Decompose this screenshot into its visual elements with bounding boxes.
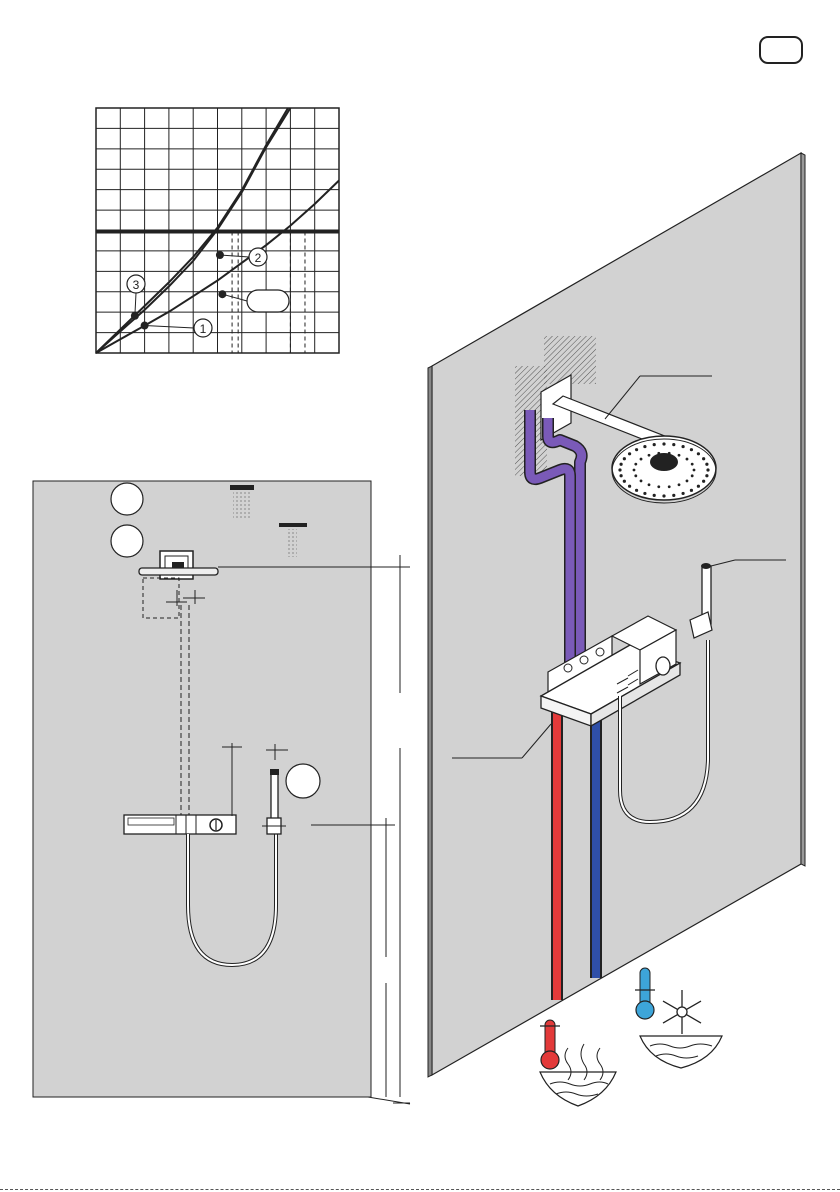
svg-text:2: 2 — [255, 251, 262, 265]
nozzle-dot — [640, 480, 643, 483]
nozzle-dot — [643, 445, 646, 448]
nozzle-dot — [662, 494, 665, 497]
nozzle-dot — [628, 485, 631, 488]
nozzle-dot — [620, 463, 623, 466]
page-bottom-rule — [0, 1189, 840, 1190]
nozzle-dot — [690, 489, 693, 492]
front-callout-b — [111, 525, 143, 557]
nozzle-dot — [634, 474, 637, 477]
callout-blank — [247, 290, 289, 312]
svg-text:1: 1 — [200, 322, 207, 336]
nozzle-dot — [697, 452, 700, 455]
nozzle-dot — [618, 468, 621, 471]
nozzle-dot — [640, 458, 643, 461]
nozzle-dot — [662, 442, 665, 445]
nozzle-dot — [668, 485, 671, 488]
cold-water-pipe — [590, 700, 602, 978]
front-callout-a — [111, 483, 143, 515]
callout-2: 2 — [249, 248, 267, 266]
nozzle-dot — [653, 494, 656, 497]
svg-text:3: 3 — [133, 278, 140, 292]
nozzle-dot — [628, 452, 631, 455]
nozzle-dot — [686, 458, 689, 461]
callout-1: 1 — [194, 319, 212, 337]
nozzle-dot — [635, 489, 638, 492]
nozzle-dot — [678, 454, 681, 457]
nozzle-dot — [623, 457, 626, 460]
nozzle-dot — [705, 463, 708, 466]
nozzle-dot — [678, 483, 681, 486]
nozzle-dot — [657, 452, 660, 455]
hot-water-symbol — [540, 1020, 616, 1106]
nozzle-dot — [672, 494, 675, 497]
nozzle-dot — [668, 452, 671, 455]
nozzle-dot — [657, 485, 660, 488]
nozzle-dot — [681, 492, 684, 495]
nozzle-dot — [643, 492, 646, 495]
front-view-wall — [33, 481, 410, 1104]
nozzle-dot — [706, 468, 709, 471]
nozzle-dot — [691, 474, 694, 477]
nozzle-dot — [672, 443, 675, 446]
nozzle-dot — [693, 469, 696, 472]
isometric-installation — [428, 153, 805, 1106]
nozzle-dot — [690, 448, 693, 451]
nozzle-dot — [702, 457, 705, 460]
nozzle-dot — [697, 485, 700, 488]
nozzle-dot — [648, 454, 651, 457]
nozzle-dot — [681, 445, 684, 448]
nozzle-dot — [705, 474, 708, 477]
nozzle-dot — [648, 483, 651, 486]
cold-water-symbol — [635, 968, 722, 1068]
flow-pressure-chart: 3 1 2 — [96, 108, 339, 353]
iso-wall-panel — [432, 153, 801, 1075]
thermostat-module-front — [124, 815, 236, 834]
front-callout-c — [286, 764, 320, 798]
nozzle-dot — [620, 474, 623, 477]
nozzle-dot — [634, 463, 637, 466]
nozzle-dot — [691, 463, 694, 466]
nozzle-dot — [623, 480, 626, 483]
rain-spray-icon — [230, 485, 254, 518]
callout-3: 3 — [127, 275, 145, 293]
nozzle-dot — [633, 469, 636, 472]
nozzle-dot — [653, 443, 656, 446]
nozzle-dot — [635, 448, 638, 451]
nozzle-dot — [686, 480, 689, 483]
nozzle-dot — [702, 480, 705, 483]
hot-water-pipe — [551, 712, 563, 1000]
